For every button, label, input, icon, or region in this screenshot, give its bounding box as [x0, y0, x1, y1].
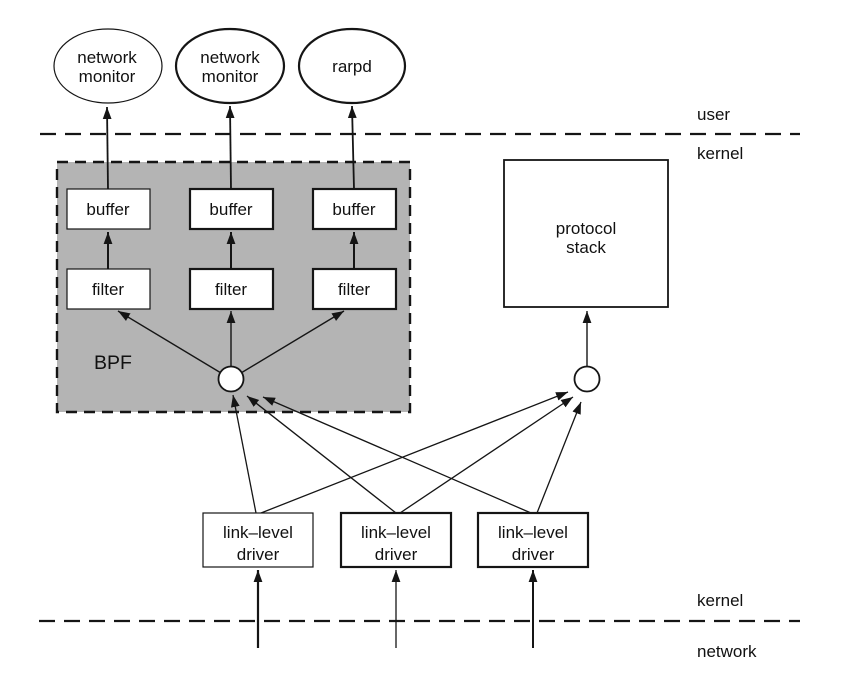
- driver-label-1-line2: driver: [237, 545, 280, 564]
- process-label-1-line2: monitor: [79, 67, 136, 86]
- arrow-tap-to-filter-3: [230, 310, 345, 380]
- arrow-driver1-to-stack-tap: [260, 391, 569, 514]
- process-label-2-line1: network: [200, 48, 260, 67]
- protocol-stack-label-line2: stack: [566, 238, 606, 257]
- bpf-label: BPF: [94, 352, 132, 374]
- kernel-label-top: kernel: [697, 144, 743, 163]
- arrow-buffer-to-process-2: [225, 105, 235, 190]
- buffer-box-2: [188, 187, 275, 231]
- kernel-label-bottom: kernel: [697, 591, 743, 610]
- driver-label-3-line1: link–level: [498, 523, 568, 542]
- bpf-tap-circle: [217, 365, 245, 393]
- process-label-2-line2: monitor: [202, 67, 259, 86]
- arrow-tap-to-filter-1: [117, 310, 232, 380]
- filter-box-2: [188, 267, 275, 311]
- filter-label-1: filter: [92, 280, 124, 299]
- process-label-1-line1: network: [77, 48, 137, 67]
- buffer-box-3: [311, 187, 398, 231]
- driver-label-2-line1: link–level: [361, 523, 431, 542]
- arrow-buffer-to-process-1: [102, 106, 112, 190]
- driver-label-2-line2: driver: [375, 545, 418, 564]
- buffer-box-1: [66, 188, 151, 230]
- driver-label-3-line2: driver: [512, 545, 555, 564]
- filter-box-1: [66, 268, 151, 310]
- process-label-3: rarpd: [332, 57, 372, 76]
- user-label: user: [697, 105, 730, 124]
- buffer-label-1: buffer: [86, 200, 130, 219]
- driver-box-2: [339, 511, 453, 569]
- stack-tap-circle: [573, 365, 601, 393]
- protocol-stack-label-line1: protocol: [556, 219, 616, 238]
- driver-box-3: [476, 511, 590, 569]
- driver-box-1: [202, 512, 314, 568]
- process-ellipse-1: [53, 28, 163, 104]
- filter-label-3: filter: [338, 280, 370, 299]
- arrow-driver2-to-stack-tap: [399, 396, 574, 514]
- arrow-driver3-to-bpf-tap: [262, 396, 532, 514]
- filter-box-3: [311, 267, 398, 311]
- protocol-stack-box: [503, 159, 669, 308]
- arrow-driver1-to-bpf-tap: [230, 394, 257, 514]
- arrow-buffer-to-process-3: [347, 105, 357, 190]
- process-ellipse-2: [174, 27, 286, 105]
- arrow-driver2-to-bpf-tap: [246, 395, 397, 514]
- buffer-label-2: buffer: [209, 200, 253, 219]
- arrow-driver3-to-stack-tap: [536, 401, 582, 514]
- process-ellipse-3: [297, 27, 407, 105]
- filter-label-2: filter: [215, 280, 247, 299]
- network-label: network: [697, 642, 757, 661]
- buffer-label-3: buffer: [332, 200, 376, 219]
- driver-label-1-line1: link–level: [223, 523, 293, 542]
